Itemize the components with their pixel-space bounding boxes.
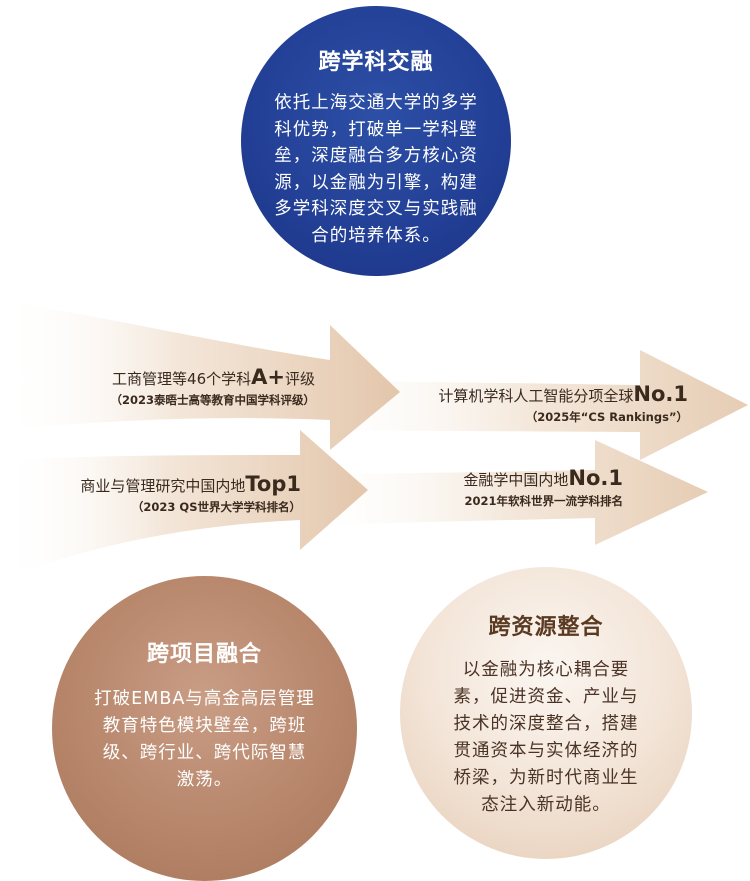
arrow-business-ranking [0, 430, 368, 580]
ranking-highlight: Top1 [245, 472, 301, 496]
resource-integration-title: 跨资源整合 [488, 615, 604, 640]
ranking-text: 金融学中国内地 [463, 471, 569, 489]
ranking-highlight: No.1 [633, 382, 688, 406]
interdisciplinary-title: 跨学科交融 [318, 50, 434, 75]
ranking-source: （2023泰晤士高等教育中国学科评级） [110, 393, 315, 407]
cross-program-description: 打破EMBA与高金高层管理 教育特色模块壁垒，跨班 级、跨行业、跨代际智慧 激荡… [94, 689, 315, 790]
ranking-discipline-rating: 工商管理等46个学科A+评级 （2023泰晤士高等教育中国学科评级） [110, 365, 315, 408]
ranking-source: （2023 QS世界大学学科排名） [131, 500, 301, 514]
ranking-suffix: 评级 [284, 370, 315, 388]
cross-program-circle: 跨项目融合 打破EMBA与高金高层管理 教育特色模块壁垒，跨班 级、跨行业、跨代… [52, 576, 357, 881]
ranking-text: 工商管理等46个学科 [112, 370, 252, 388]
ranking-text: 商业与管理研究中国内地 [80, 477, 246, 495]
interdisciplinary-circle: 跨学科交融 依托上海交通大学的多学 科优势，打破单一学科壁 垒，深度融合多方核心… [241, 6, 511, 276]
cross-program-title: 跨项目融合 [146, 642, 262, 667]
ranking-highlight: No.1 [568, 466, 623, 490]
ranking-highlight: A+ [251, 365, 285, 389]
arrow-ai-ranking [300, 350, 748, 460]
ranking-source: （2025年“CS Rankings”） [525, 410, 688, 424]
ranking-business-management: 商业与管理研究中国内地Top1 （2023 QS世界大学学科排名） [80, 472, 301, 515]
ranking-source: 2021年软科世界一流学科排名 [464, 494, 623, 508]
ranking-finance: 金融学中国内地No.1 2021年软科世界一流学科排名 [463, 466, 623, 509]
ranking-ai-global: 计算机学科人工智能分项全球No.1 （2025年“CS Rankings”） [438, 382, 688, 425]
interdisciplinary-description: 依托上海交通大学的多学 科优势，打破单一学科壁 垒，深度融合多方核心资 源，以金… [274, 93, 478, 246]
arrow-discipline-rating [0, 300, 400, 450]
resource-integration-circle: 跨资源整合 以金融为核心耦合要 素，促进资金、产业与 技术的深度整合，搭建 贯通… [400, 567, 692, 859]
ranking-text: 计算机学科人工智能分项全球 [438, 387, 634, 405]
arrow-finance-ranking [300, 440, 708, 545]
resource-integration-description: 以金融为核心耦合要 素，促进资金、产业与 技术的深度整合，搭建 贯通资本与实体经… [453, 660, 639, 815]
